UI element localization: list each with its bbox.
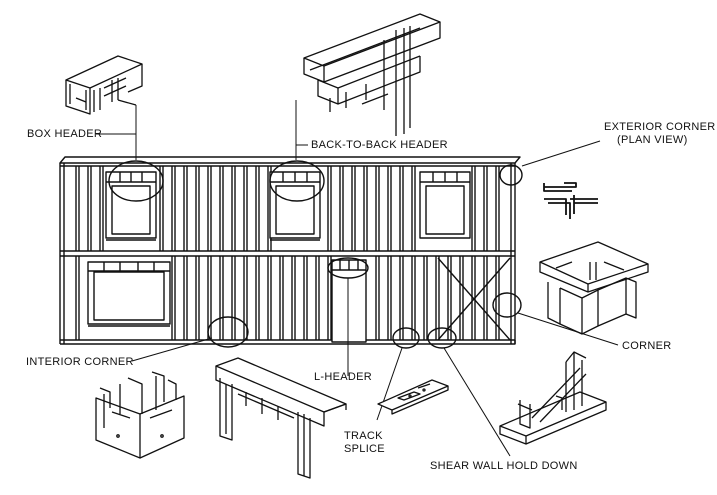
- label-interior-corner: INTERIOR CORNER: [26, 356, 134, 368]
- label-l-header: L-HEADER: [314, 371, 373, 383]
- upper-window-middle: [269, 171, 321, 241]
- back-to-back-header-detail: [303, 13, 441, 136]
- label-box-header: BOX HEADER: [27, 128, 103, 140]
- upper-window-right: [419, 171, 471, 239]
- wall-frame: [59, 156, 521, 345]
- callout-circles: [108, 160, 523, 349]
- track-splice-detail: [377, 379, 449, 415]
- door-opening: [331, 259, 367, 343]
- box-header-detail: [65, 55, 143, 115]
- corner-detail: [539, 241, 649, 335]
- label-exterior-corner-plan-view: (PLAN VIEW): [617, 134, 688, 146]
- lower-window: [87, 261, 171, 327]
- shear-wall-hold-down-detail: [499, 351, 607, 445]
- cross-bracing: [437, 257, 511, 341]
- l-header-detail: [215, 357, 347, 479]
- leader-lines: [96, 100, 619, 457]
- label-corner: CORNER: [622, 340, 672, 352]
- label-shear-wall-hold-down: SHEAR WALL HOLD DOWN: [430, 460, 578, 472]
- exterior-corner-detail: [543, 182, 598, 219]
- interior-corner-detail: [95, 371, 185, 459]
- label-track: TRACK: [344, 430, 383, 442]
- label-splice: SPLICE: [344, 443, 385, 455]
- upper-window-left: [105, 171, 157, 241]
- label-back-to-back-header: BACK-TO-BACK HEADER: [311, 139, 448, 151]
- label-exterior-corner: EXTERIOR CORNER: [604, 121, 716, 133]
